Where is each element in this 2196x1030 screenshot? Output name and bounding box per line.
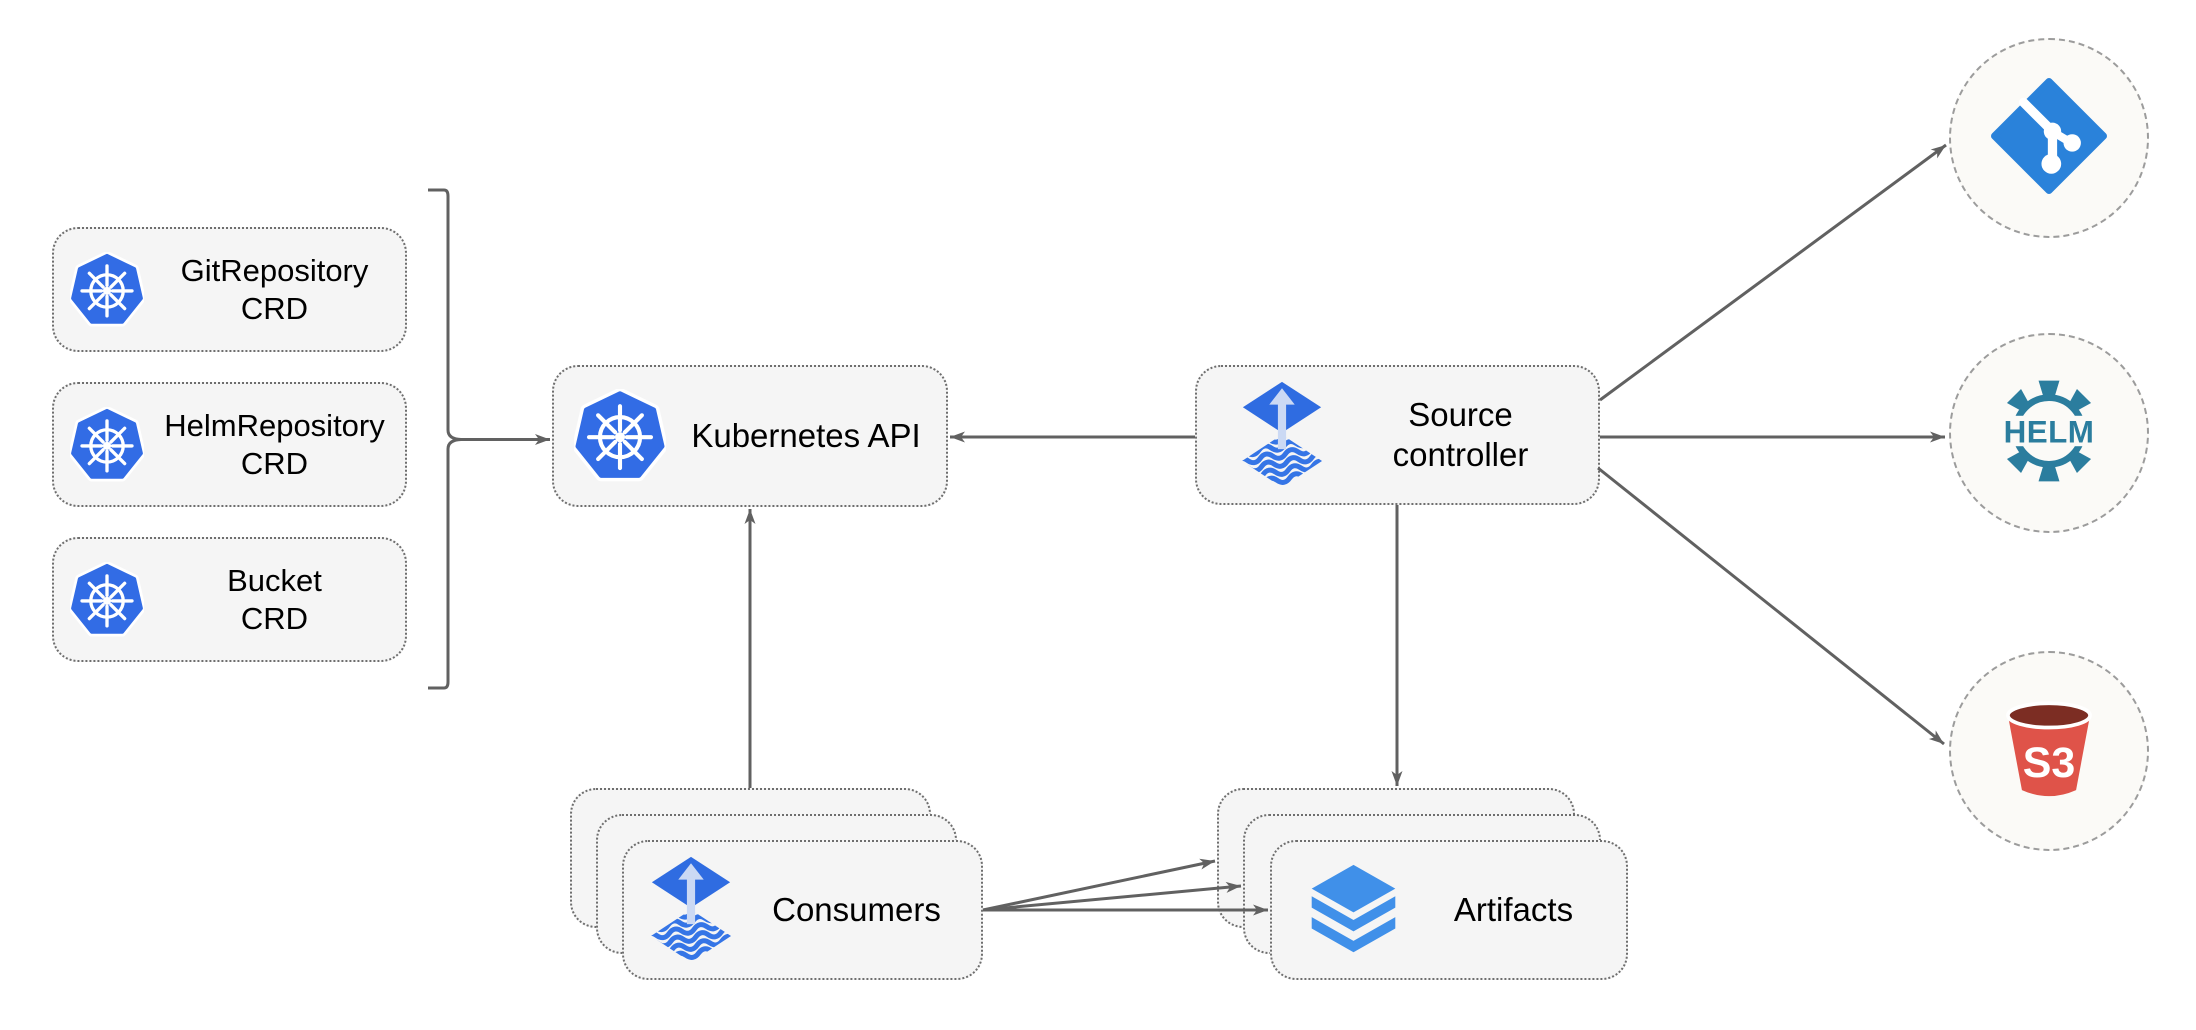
source-controller-node: Source controller — [1195, 365, 1600, 505]
bucket-crd-label: Bucket CRD — [227, 562, 322, 636]
helm-logo-text: HELM — [2004, 414, 2095, 449]
artifacts-node: Artifacts — [1270, 840, 1628, 980]
edge-consumers-to-artifacts-2 — [982, 881, 1242, 912]
gitrepository-crd-label: GitRepository CRD — [180, 252, 369, 326]
git-icon — [1991, 77, 2107, 199]
flux-icon — [1241, 380, 1323, 491]
s3-bucket-icon: S3 — [1993, 691, 2105, 812]
helm-icon: HELM — [1987, 373, 2111, 494]
git-repository-circle — [1949, 38, 2149, 238]
bucket-crd-node: Bucket CRD — [52, 537, 407, 662]
helmrepository-crd-label: HelmRepository CRD — [164, 407, 385, 481]
artifacts-label: Artifacts — [1453, 891, 1574, 928]
consumers-node: Consumers — [622, 840, 983, 980]
consumers-label: Consumers — [772, 891, 941, 928]
edge-consumers-to-artifacts-1 — [982, 858, 1216, 912]
edge-source-controller-to-s3 — [1597, 466, 1945, 746]
kubernetes-icon — [574, 389, 666, 483]
source-controller-label: Source controller — [1392, 396, 1529, 473]
kubernetes-icon — [70, 562, 144, 638]
helm-repository-circle: HELM — [1949, 333, 2149, 533]
s3-logo-text: S3 — [2023, 739, 2076, 787]
flux-icon — [650, 855, 732, 966]
helmrepository-crd-node: HelmRepository CRD — [52, 382, 407, 507]
kubernetes-api-label: Kubernetes API — [691, 417, 921, 454]
kubernetes-icon — [70, 252, 144, 328]
gitrepository-crd-node: GitRepository CRD — [52, 227, 407, 352]
crd-grouping-bracket — [428, 188, 462, 690]
s3-bucket-circle: S3 — [1949, 651, 2149, 851]
kubernetes-api-node: Kubernetes API — [552, 365, 948, 507]
layers-icon — [1306, 863, 1401, 958]
edge-source-controller-to-git — [1599, 143, 1947, 402]
kubernetes-icon — [70, 407, 144, 483]
